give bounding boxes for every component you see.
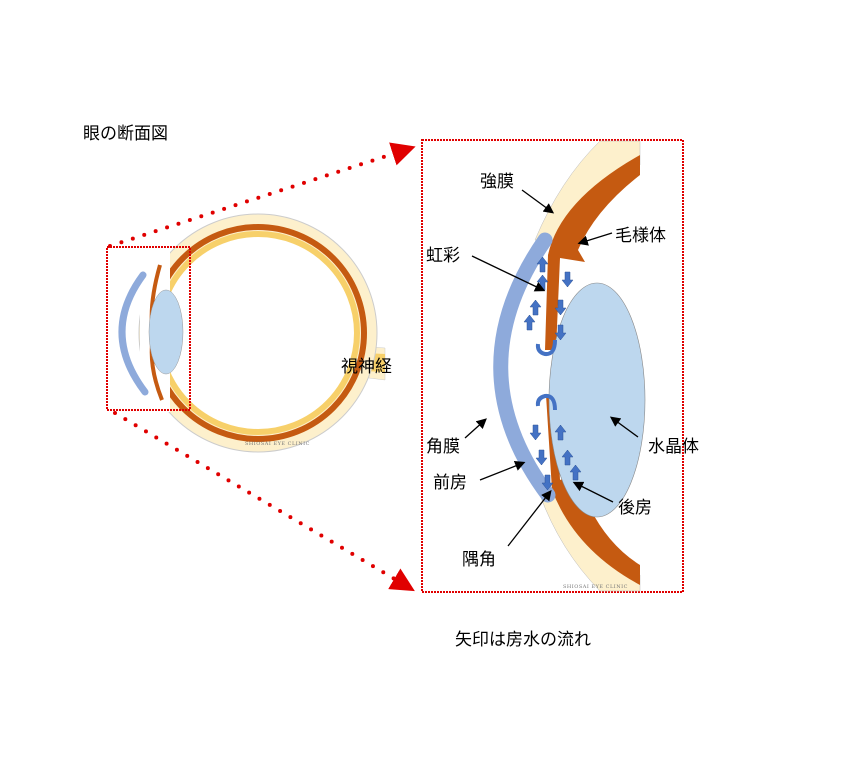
retina	[156, 231, 360, 435]
label-anterior-chamber: 前房	[433, 473, 467, 493]
cornea	[493, 232, 556, 503]
label-pointers	[464, 189, 639, 547]
guide-line-top	[108, 142, 416, 248]
label-cornea: 角膜	[426, 437, 460, 457]
watermark-right: SHIOSAI EYE CLINIC	[563, 584, 628, 590]
lens	[548, 282, 646, 518]
label-optic-nerve: 視神経	[341, 357, 392, 377]
anterior-segment: SHIOSAI EYE CLINIC	[493, 140, 646, 592]
aqueous-flow-arrows	[523, 256, 582, 491]
watermark-left: SHIOSAI EYE CLINIC	[245, 441, 310, 447]
label-angle: 隅角	[462, 550, 496, 570]
eye-cross-section: SHIOSAI EYE CLINIC	[118, 213, 386, 453]
label-iris: 虹彩	[426, 246, 460, 266]
label-ciliary-body: 毛様体	[615, 226, 666, 246]
diagram-title: 眼の断面図	[83, 124, 168, 144]
label-lens: 水晶体	[648, 437, 699, 457]
label-posterior-chamber: 後房	[618, 498, 652, 518]
iris-ciliary-top	[545, 155, 640, 350]
label-sclera: 強膜	[480, 172, 514, 192]
lens-small	[148, 289, 184, 375]
caption: 矢印は房水の流れ	[455, 630, 591, 650]
cornea-small	[118, 271, 149, 396]
